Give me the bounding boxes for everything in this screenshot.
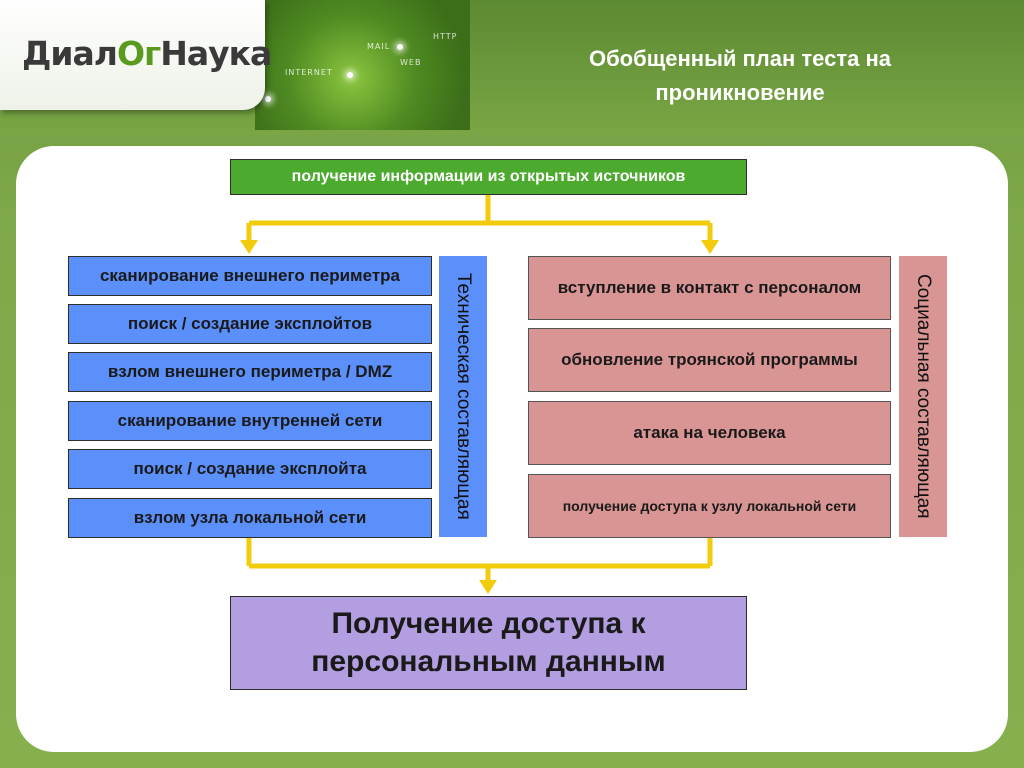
tech-step: поиск / создание эксплойта xyxy=(68,449,432,489)
tech-step: взлом внешнего периметра / DMZ xyxy=(68,352,432,392)
tech-step: поиск / создание эксплойтов xyxy=(68,304,432,344)
tech-step: сканирование внешнего периметра xyxy=(68,256,432,296)
result-line-2: персональным данным xyxy=(311,645,666,678)
page-title: Обобщенный план теста на проникновение xyxy=(490,42,990,110)
glow-dot xyxy=(397,44,403,50)
logo-card: ДиалОгНаука xyxy=(0,0,272,110)
logo: ДиалОгНаука xyxy=(22,34,272,73)
social-step: получение доступа к узлу локальной сети xyxy=(528,474,891,538)
glow-dot xyxy=(265,96,271,102)
arrow-head-left xyxy=(240,240,258,254)
arrow-head-bottom xyxy=(479,580,497,594)
title-line-2: проникновение xyxy=(655,80,825,105)
arrow-head-right xyxy=(701,240,719,254)
social-label-text: Социальная составляющая xyxy=(913,274,934,519)
tech-step: сканирование внутренней сети xyxy=(68,401,432,441)
result-box: Получение доступа к персональным данным xyxy=(230,596,747,690)
social-step: вступление в контакт с персоналом xyxy=(528,256,891,320)
step-open-sources: получение информации из открытых источни… xyxy=(230,159,747,195)
social-component-label: Социальная составляющая xyxy=(899,256,947,537)
result-line-1: Получение доступа к xyxy=(331,607,646,640)
globe-word: INTERNET xyxy=(285,68,333,77)
title-line-1: Обобщенный план теста на xyxy=(588,46,892,71)
technical-label-text: Техническая составляющая xyxy=(453,273,474,520)
globe-word: MAIL xyxy=(367,42,391,51)
globe-image: MAIL HTTP WEB INTERNET xyxy=(255,0,470,130)
technical-component-label: Техническая составляющая xyxy=(439,256,487,537)
social-step: обновление троянской программы xyxy=(528,328,891,392)
social-step: атака на человека xyxy=(528,401,891,465)
glow-dot xyxy=(347,72,353,78)
globe-word: HTTP xyxy=(433,32,458,41)
tech-step: взлом узла локальной сети xyxy=(68,498,432,538)
globe-word: WEB xyxy=(400,58,422,67)
